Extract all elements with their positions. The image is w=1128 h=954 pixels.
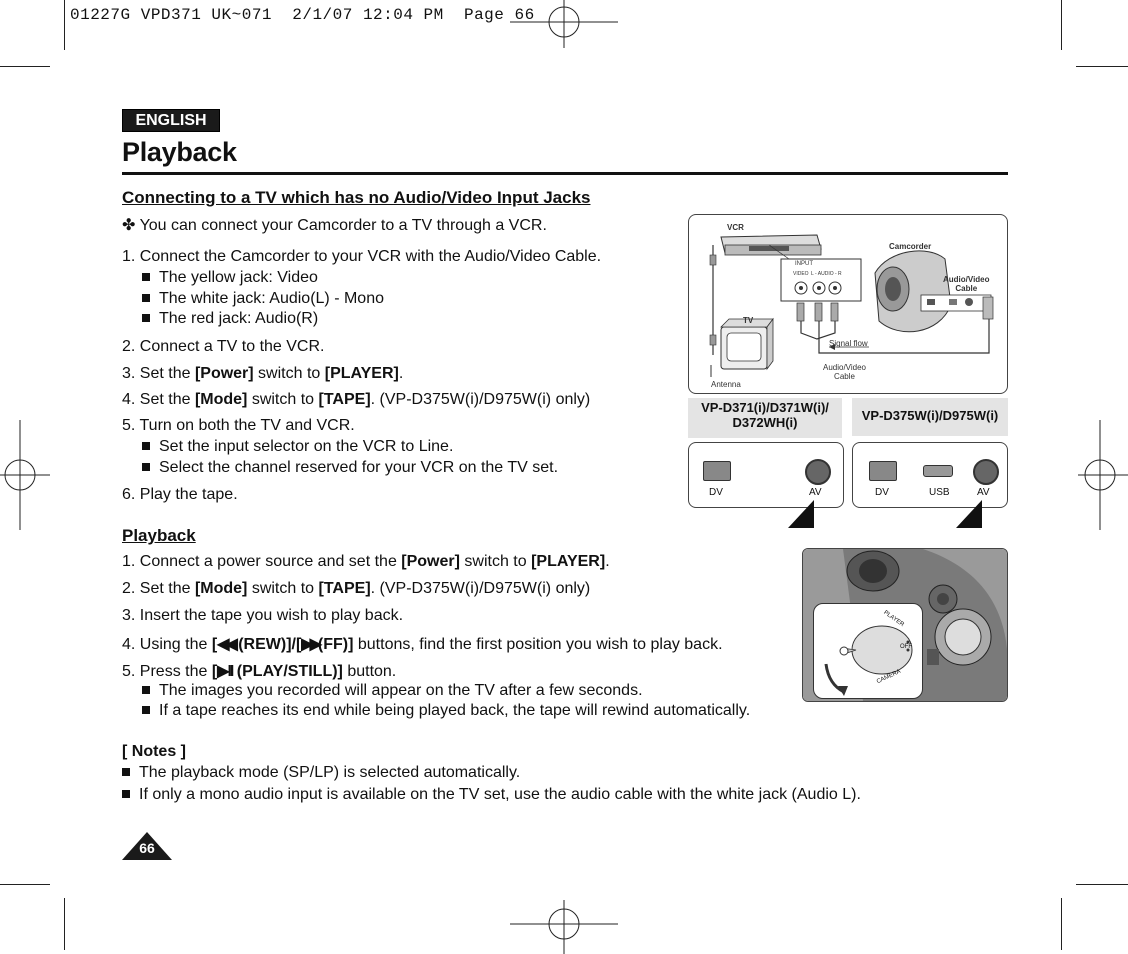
av-label: AV <box>977 487 990 498</box>
dv-label: DV <box>709 487 723 498</box>
bullet-item: The white jack: Audio(L) - Mono <box>142 290 384 308</box>
step-text: 3. Set the [Power] switch to [PLAYER]. <box>122 365 404 382</box>
crop-mark <box>1061 0 1062 50</box>
square-bullet-icon <box>142 273 150 281</box>
square-bullet-icon <box>122 768 130 776</box>
registration-mark <box>510 0 618 48</box>
step-text: 5. Press the [▶II (PLAY/STILL)] button. <box>122 663 397 680</box>
note-item: The playback mode (SP/LP) is selected au… <box>122 764 520 782</box>
camcorder-label: Camcorder <box>889 242 932 251</box>
step-text: 2. Connect a TV to the VCR. <box>122 338 325 355</box>
crop-mark <box>1076 884 1128 885</box>
fast-forward-icon: ▶▶ <box>301 636 322 653</box>
tv-label: TV <box>743 316 754 325</box>
page-number-badge <box>122 832 172 860</box>
registration-mark <box>0 420 50 530</box>
power-switch-illustration: PLAYER OFF CAMERA <box>802 548 1008 702</box>
crop-mark <box>0 884 50 885</box>
power-dial-icon <box>824 625 913 696</box>
av-jack-icon <box>973 459 999 485</box>
signal-flow-label: Signal flow <box>829 339 868 348</box>
section-title: Playback <box>122 526 196 545</box>
square-bullet-icon <box>142 686 150 694</box>
page-title: Playback <box>122 137 237 167</box>
square-bullet-icon <box>142 314 150 322</box>
play-pause-icon: ▶II <box>217 663 234 680</box>
step-text: 2. Set the [Mode] switch to [TAPE]. (VP-… <box>122 580 591 597</box>
usb-label: USB <box>929 487 950 498</box>
antenna-label: Antenna <box>711 380 741 389</box>
model-label-right: VP-D375W(i)/D975W(i) <box>852 398 1008 436</box>
audio-label: L - AUDIO - R <box>811 271 842 277</box>
title-rule <box>122 172 1008 175</box>
bullet-item: The images you recorded will appear on t… <box>142 682 643 700</box>
dv-label: DV <box>875 487 889 498</box>
step-text: 4. Set the [Mode] switch to [TAPE]. (VP-… <box>122 391 591 408</box>
bullet-item: The red jack: Audio(R) <box>142 310 318 328</box>
vcr-label: VCR <box>727 223 744 232</box>
square-bullet-icon <box>122 790 130 798</box>
page-number: 66 <box>139 840 155 856</box>
notes-title: [ Notes ] <box>122 743 186 760</box>
bullet-item: Set the input selector on the VCR to Lin… <box>142 438 453 456</box>
pointer-arrow-icon <box>956 500 982 528</box>
dv-jack-icon <box>869 461 897 481</box>
connection-illustration <box>709 234 994 377</box>
bullet-item: The yellow jack: Video <box>142 269 318 287</box>
power-dial-closeup: PLAYER OFF CAMERA <box>813 603 923 699</box>
jack-panel-left: DV AV <box>688 442 844 508</box>
av-jack-icon <box>805 459 831 485</box>
usb-jack-icon <box>923 465 953 477</box>
note-item: If only a mono audio input is available … <box>122 786 861 804</box>
bullet-item: If a tape reaches its end while being pl… <box>142 702 750 720</box>
crop-mark <box>64 898 65 950</box>
off-label: OFF <box>900 644 912 650</box>
registration-mark <box>510 900 618 954</box>
intro-line: ✤ You can connect your Camcorder to a TV… <box>122 215 547 235</box>
crop-mark <box>64 0 65 50</box>
registration-mark <box>1078 420 1128 530</box>
input-label: INPUT <box>795 261 813 267</box>
video-label: VIDEO <box>793 271 809 277</box>
square-bullet-icon <box>142 442 150 450</box>
square-bullet-icon <box>142 706 150 714</box>
step-text: 5. Turn on both the TV and VCR. <box>122 417 355 434</box>
bullet-item: Select the channel reserved for your VCR… <box>142 459 558 477</box>
crop-mark <box>1076 66 1128 67</box>
pointer-arrow-icon <box>788 500 814 528</box>
crop-mark <box>0 66 50 67</box>
av-label: AV <box>809 487 822 498</box>
dv-jack-icon <box>703 461 731 481</box>
step-text: 3. Insert the tape you wish to play back… <box>122 607 404 624</box>
jack-panel-right: DV USB AV <box>852 442 1008 508</box>
cross-icon: ✤ <box>122 217 136 234</box>
rewind-icon: ◀◀ <box>217 636 238 653</box>
square-bullet-icon <box>142 463 150 471</box>
print-header: 01227G VPD371 UK~071 2/1/07 12:04 PM Pag… <box>70 6 535 24</box>
crop-mark <box>1061 898 1062 950</box>
model-label-left: VP-D371(i)/D371W(i)/D372WH(i) <box>688 398 842 438</box>
step-text: 1. Connect a power source and set the [P… <box>122 553 610 570</box>
section-title: Connecting to a TV which has no Audio/Vi… <box>122 188 591 207</box>
language-badge: ENGLISH <box>122 109 220 132</box>
step-text: 4. Using the [◀◀ (REW)]/[▶▶(FF)] buttons… <box>122 636 723 653</box>
square-bullet-icon <box>142 294 150 302</box>
step-text: 6. Play the tape. <box>122 486 238 503</box>
intro-text: You can connect your Camcorder to a TV t… <box>139 217 547 234</box>
step-text: 1. Connect the Camcorder to your VCR wit… <box>122 248 602 265</box>
